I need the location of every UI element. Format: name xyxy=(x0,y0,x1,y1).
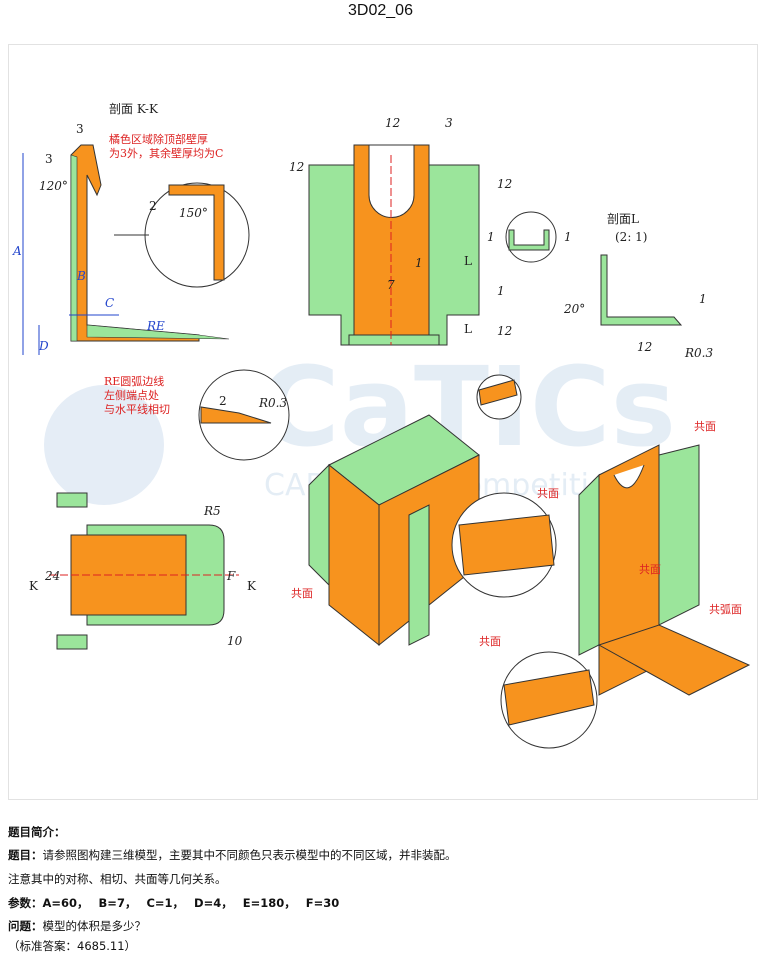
params-label: 参数： xyxy=(8,896,43,910)
section-marker-k-left: K xyxy=(29,579,39,593)
dim-2-detail: 2 xyxy=(149,199,157,213)
shared-arc-face: 共弧面 xyxy=(709,602,742,616)
detail-circle-bottom xyxy=(198,369,290,461)
dim-12-left: 12 xyxy=(289,160,304,174)
angle-120: 120° xyxy=(39,179,68,193)
dim-label-d: D xyxy=(38,339,49,353)
isometric-view-right xyxy=(578,444,751,696)
dim-1-front: 1 xyxy=(415,256,423,270)
section-l-scale: (2: 1) xyxy=(615,230,648,244)
isometric-detail-circle-top xyxy=(476,374,522,420)
section-marker-l-top: L xyxy=(464,254,472,268)
dim-12-section-l: 12 xyxy=(637,340,652,354)
shared-face-5: 共面 xyxy=(479,635,501,648)
dim-label-b: B xyxy=(76,269,86,283)
detail-circle-top xyxy=(114,182,250,288)
section-l-title: 剖面L xyxy=(607,212,639,226)
note-re-line1: RE圆弧边线 xyxy=(104,374,164,388)
isometric-detail-circle-bottom xyxy=(500,651,598,749)
top-view xyxy=(49,492,239,650)
radius-03-a: R0.3 xyxy=(258,396,287,410)
section-kk-title: 剖面 K-K xyxy=(109,102,159,116)
dim-1-section-l: 1 xyxy=(699,292,707,306)
shared-face-4: 共面 xyxy=(291,587,313,600)
info-heading: 题目简介： xyxy=(8,825,66,839)
dim-24: 24 xyxy=(44,569,60,583)
dim-3-top: 3 xyxy=(76,122,84,136)
ask-text: 模型的体积是多少？ xyxy=(42,919,147,933)
info-ask: 问题：模型的体积是多少？ xyxy=(8,918,753,934)
dim-label-f: F xyxy=(226,569,236,583)
ask-label: 问题： xyxy=(8,919,43,933)
note-re-line3: 与水平线相切 xyxy=(104,402,170,416)
section-marker-l-bottom: L xyxy=(464,322,472,336)
dim-3-front: 3 xyxy=(445,116,453,130)
section-marker-k-right: K xyxy=(247,579,257,593)
dim-10: 10 xyxy=(227,634,243,648)
dim-label-a: A xyxy=(12,244,22,258)
info-params: 参数：A=60， B=7， C=1， D=4， E=180， F=30 xyxy=(8,895,753,911)
isometric-detail-circle xyxy=(451,492,557,598)
angle-150: 150° xyxy=(179,206,208,220)
dim-3-left: 3 xyxy=(45,152,53,166)
technical-drawing: CaTICs CAD design competition 剖面 K-K 3 3… xyxy=(8,44,758,800)
shared-face-1: 共面 xyxy=(694,420,716,433)
dim-1-right: 1 xyxy=(497,284,505,298)
isometric-view-left xyxy=(308,414,480,647)
dim-2-detail-bottom: 2 xyxy=(219,394,227,408)
dim-label-re: RE xyxy=(146,319,165,333)
dim-1-detail-left: 1 xyxy=(487,230,495,244)
dim-1-detail-right: 1 xyxy=(564,230,572,244)
dim-label-c: C xyxy=(105,296,114,310)
angle-20: 20° xyxy=(563,302,585,316)
note-orange-line1: 橘色区域除顶部壁厚 xyxy=(109,132,208,146)
info-question: 题目：请参照图构建三维模型，主要其中不同颜色只表示模型中的不同区域，并非装配。 xyxy=(8,847,753,863)
params-values: A=60， B=7， C=1， D=4， E=180， F=30 xyxy=(42,896,340,910)
page-title: 3D02_06 xyxy=(348,2,413,19)
shared-face-3: 共面 xyxy=(639,563,661,576)
question-text: 请参照图构建三维模型，主要其中不同颜色只表示模型中的不同区域，并非装配。 xyxy=(42,848,457,862)
dim-12-right-lower: 12 xyxy=(497,324,512,338)
info-note: 注意其中的对称、相切、共面等几何关系。 xyxy=(8,872,227,886)
shared-face-2: 共面 xyxy=(537,487,559,500)
radius-5: R5 xyxy=(203,504,221,518)
drawing-canvas: CaTICs CAD design competition 剖面 K-K 3 3… xyxy=(12,102,751,749)
question-label: 题目： xyxy=(8,848,43,862)
front-view xyxy=(308,144,480,346)
info-answer: （标准答案：4685.11） xyxy=(8,939,137,953)
note-re-line2: 左侧端点处 xyxy=(104,389,159,402)
dim-12-top: 12 xyxy=(385,116,400,130)
note-orange-line2: 为3外，其余壁厚均为C xyxy=(109,146,223,160)
dim-12-right: 12 xyxy=(497,177,512,191)
radius-03-b: R0.3 xyxy=(684,346,713,360)
detail-circle-front xyxy=(505,211,557,263)
section-kk-profile xyxy=(22,144,230,355)
dim-7-front: 7 xyxy=(387,278,395,292)
